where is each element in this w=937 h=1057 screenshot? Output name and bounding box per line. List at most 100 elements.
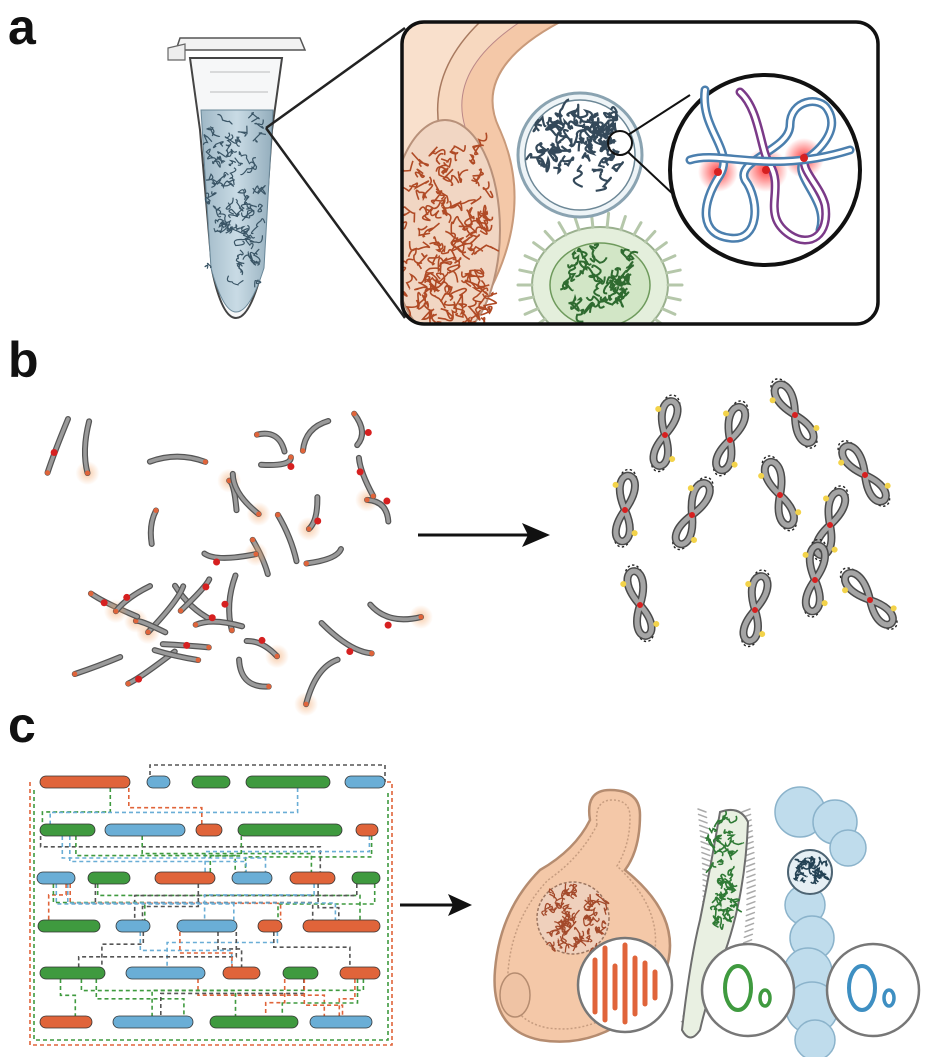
contig-link xyxy=(39,836,322,872)
contig-orange xyxy=(355,823,379,837)
dna-fragment xyxy=(296,494,322,541)
dna-fragment xyxy=(75,418,100,486)
panel-b xyxy=(44,378,898,717)
contig-orange xyxy=(154,871,216,885)
contig-link xyxy=(61,836,267,872)
contig-green xyxy=(209,1015,299,1029)
circular-dna-loop xyxy=(837,440,891,507)
dna-fragment xyxy=(236,656,272,690)
circular-dna-loop xyxy=(611,468,639,548)
contig-blue xyxy=(309,1015,373,1029)
contig-link xyxy=(33,790,389,1041)
dna-fragment xyxy=(253,430,288,455)
contig-link xyxy=(203,884,315,920)
contig-link xyxy=(49,788,299,824)
contig-link xyxy=(149,764,386,782)
contig-link xyxy=(281,979,359,1016)
circular-dna-loop xyxy=(801,538,829,618)
dna-fragment xyxy=(294,656,341,717)
contig-link xyxy=(273,932,351,967)
contig-link xyxy=(101,932,145,967)
contig-link xyxy=(69,836,247,872)
circular-dna-loop xyxy=(620,564,660,643)
contig-link xyxy=(75,836,236,872)
contig-link xyxy=(209,836,243,872)
contig-link xyxy=(59,979,77,1016)
circular-dna-loop xyxy=(649,394,682,473)
arrow-icon xyxy=(400,894,472,916)
contig-orange xyxy=(195,823,223,837)
circular-dna-loop xyxy=(839,567,898,630)
contig-blue xyxy=(36,871,76,885)
bin-circle-chain xyxy=(825,942,921,1038)
dna-fragment xyxy=(146,453,209,465)
contig-green xyxy=(191,775,231,789)
contig-link xyxy=(29,781,393,1046)
dna-fragment xyxy=(303,546,344,567)
panel-a xyxy=(167,20,880,326)
contig-blue xyxy=(125,966,206,980)
contig-blue xyxy=(231,871,273,885)
circular-dna-loop xyxy=(739,569,772,648)
circular-dna-loop xyxy=(671,476,714,551)
contig-blue xyxy=(344,775,386,789)
contig-link xyxy=(96,884,361,920)
dna-fragment xyxy=(351,410,372,449)
contig-green xyxy=(37,919,101,933)
contig-link xyxy=(128,788,203,824)
arrow-icon xyxy=(418,523,550,547)
contig-link xyxy=(141,836,313,872)
contig-link xyxy=(55,884,235,920)
dna-fragment xyxy=(192,614,246,630)
bin-circle-rod xyxy=(700,942,796,1038)
contig-orange xyxy=(257,919,283,933)
contig-blue xyxy=(112,1015,194,1029)
contig-link xyxy=(204,836,371,872)
contig-orange xyxy=(39,1015,93,1029)
contig-green xyxy=(351,871,381,885)
panel-label-b: b xyxy=(8,332,39,388)
contig-orange xyxy=(39,775,131,789)
contig-link xyxy=(166,932,279,967)
contig-green xyxy=(237,823,343,837)
dna-fragment xyxy=(201,542,268,567)
bin-circle-yeast xyxy=(576,936,674,1034)
contig-orange xyxy=(289,871,336,885)
contig-blue xyxy=(104,823,186,837)
zoom-box-content xyxy=(402,22,878,324)
dna-fragment xyxy=(258,454,295,471)
contig-orange xyxy=(222,966,261,980)
zoom-box-frame xyxy=(400,20,880,326)
contig-link xyxy=(277,884,376,920)
rod-bacterium-icon xyxy=(680,808,756,1039)
contig-link xyxy=(41,788,112,824)
contig-link xyxy=(217,932,243,967)
dna-fragment xyxy=(151,647,202,664)
contig-link xyxy=(95,979,185,1016)
contig-green xyxy=(39,823,96,837)
contig-orange xyxy=(302,919,381,933)
panel-c xyxy=(29,764,921,1057)
contig-green xyxy=(245,775,331,789)
contig-link xyxy=(338,979,356,1016)
dna-fragment xyxy=(274,511,300,565)
chain-bead xyxy=(794,1019,836,1057)
dna-fragment xyxy=(243,636,290,669)
contig-blue xyxy=(115,919,151,933)
contig-link xyxy=(197,979,326,1016)
contig-green xyxy=(282,966,319,980)
microcentrifuge-tube-icon xyxy=(167,37,307,320)
contig-link xyxy=(80,979,237,1016)
contig-link xyxy=(139,932,233,967)
dna-fragment xyxy=(355,454,377,500)
contig-link xyxy=(264,979,286,1016)
contig-link xyxy=(303,979,344,1016)
contig-link xyxy=(179,932,233,967)
contig-green xyxy=(39,966,106,980)
contig-green xyxy=(87,871,131,885)
dna-fragment xyxy=(299,417,332,454)
contig-link xyxy=(69,884,282,920)
contig-link xyxy=(317,884,340,920)
dna-fragment xyxy=(177,576,213,614)
